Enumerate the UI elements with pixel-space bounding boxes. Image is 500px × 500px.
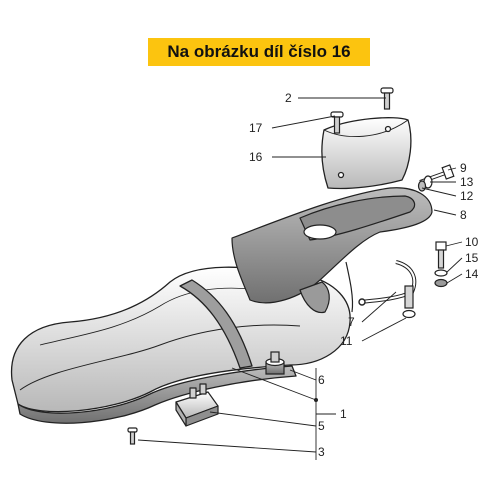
callout-2: 2 [285, 91, 292, 105]
callout-11: 11 [340, 334, 353, 348]
callout-labels: 2 17 16 9 13 12 8 10 15 14 7 11 6 1 5 3 [249, 91, 479, 459]
rubber-block-part-5 [175, 383, 219, 427]
callout-1: 1 [340, 407, 347, 421]
leader-dot [314, 398, 318, 402]
callout-5: 5 [318, 419, 325, 433]
callout-8: 8 [460, 208, 467, 222]
seat-cover-part-16 [321, 117, 412, 190]
callout-7: 7 [348, 315, 355, 329]
part-title-banner: Na obrázku díl číslo 16 [148, 38, 370, 66]
callout-3: 3 [318, 445, 325, 459]
leader-lines [137, 97, 463, 460]
nut-part-14 [434, 278, 448, 288]
bolt-part-9 [419, 164, 455, 184]
callout-12: 12 [460, 189, 474, 203]
nut-part-12 [417, 180, 427, 192]
callout-10: 10 [465, 235, 479, 249]
callout-17: 17 [249, 121, 263, 135]
screw-part-2 [380, 87, 394, 110]
washer-part-15 [434, 269, 448, 277]
bolt-part-11 [402, 285, 416, 319]
callout-9: 9 [460, 161, 467, 175]
callout-14: 14 [465, 267, 479, 281]
bolt-part-10 [435, 241, 447, 269]
seat-strap [179, 279, 253, 369]
callout-6: 6 [318, 373, 325, 387]
screw-part-3 [127, 427, 138, 445]
callout-15: 15 [465, 251, 479, 265]
callout-13: 13 [460, 175, 474, 189]
callout-16: 16 [249, 150, 263, 164]
seat-support-frame [231, 187, 433, 314]
rubber-buffer-part-6 [265, 351, 285, 375]
